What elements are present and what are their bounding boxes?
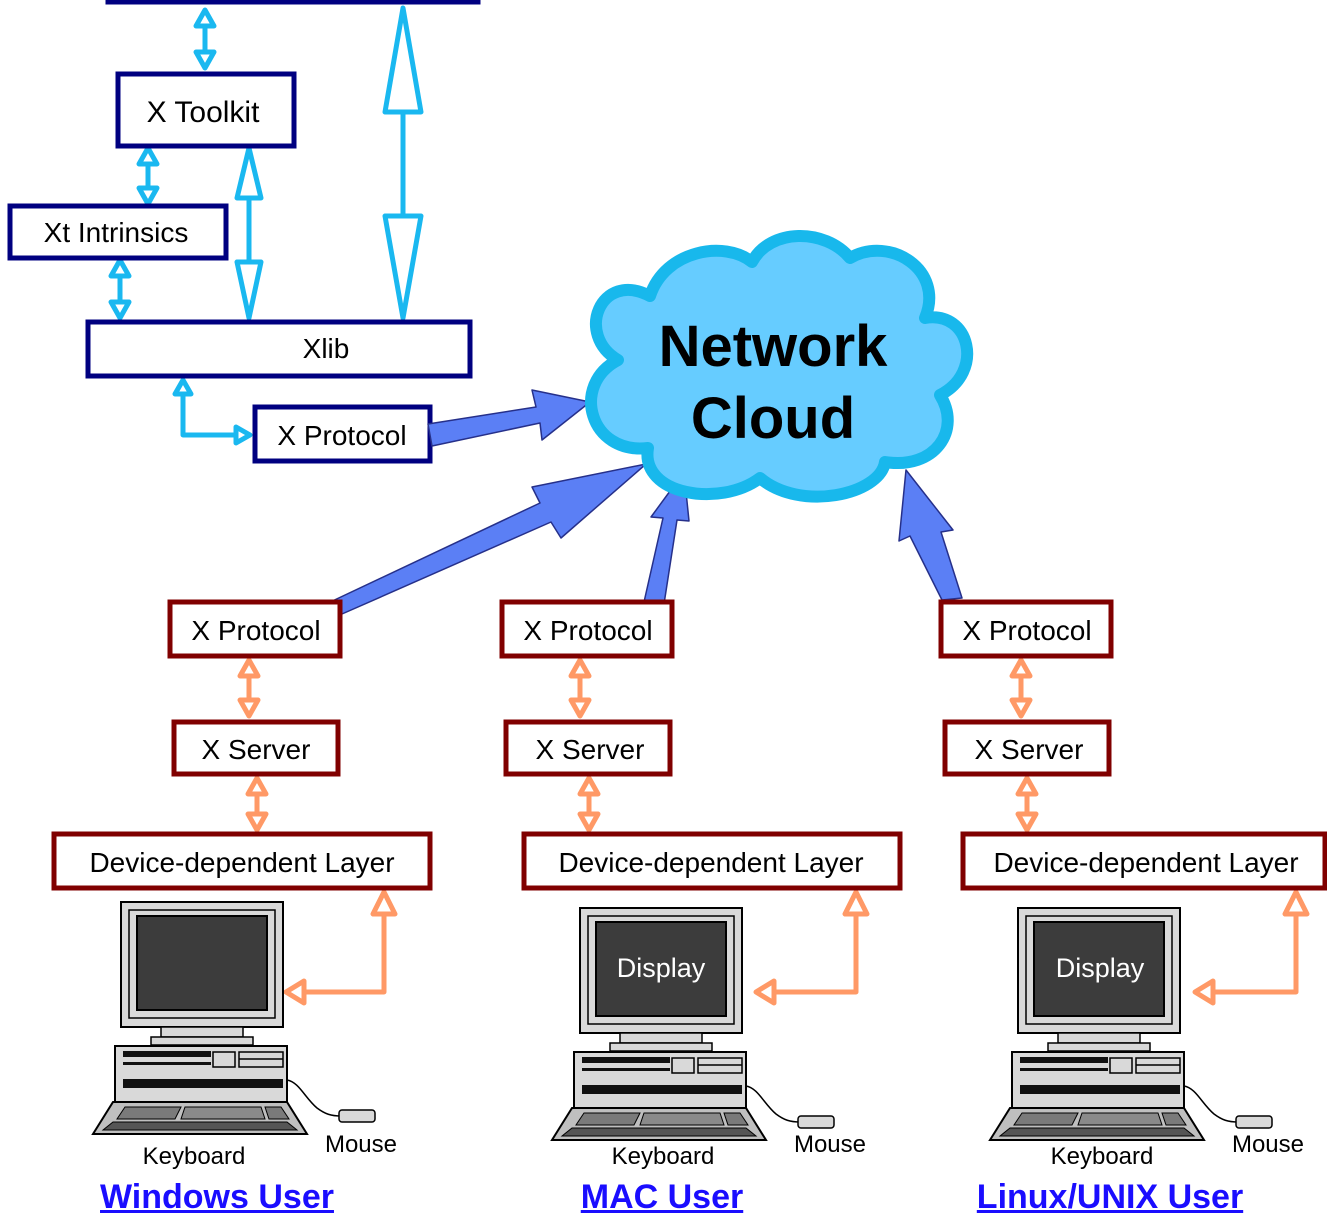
computer-icon	[92, 901, 376, 1135]
x-server-box: X Server	[171, 719, 341, 777]
mac-user-link[interactable]: MAC User	[581, 1178, 743, 1213]
svg-text:X Protocol: X Protocol	[277, 420, 406, 451]
computer-icon	[551, 907, 835, 1141]
display-label: Display	[617, 953, 706, 983]
keyboard-label: Keyboard	[143, 1143, 246, 1170]
svg-text:X Server: X Server	[975, 734, 1084, 765]
device-layer-box: Device-dependent Layer	[51, 831, 433, 891]
svg-text:MAC User: MAC User	[581, 1178, 743, 1213]
x-protocol-box: X Protocol	[938, 599, 1114, 659]
application-box	[105, 0, 481, 5]
svg-text:X Protocol: X Protocol	[191, 615, 320, 646]
svg-text:X Protocol: X Protocol	[962, 615, 1091, 646]
display-label: Display	[1056, 953, 1145, 983]
svg-text:Device-dependent Layer: Device-dependent Layer	[993, 847, 1298, 878]
svg-text:Device-dependent Layer: Device-dependent Layer	[558, 847, 863, 878]
svg-text:Device-dependent Layer: Device-dependent Layer	[89, 847, 394, 878]
mouse-label: Mouse	[794, 1131, 866, 1158]
device-layer-box: Device-dependent Layer	[521, 831, 903, 891]
xt-intrinsics-box: Xt Intrinsics	[7, 203, 229, 261]
network-cloud-label-line1: Network	[659, 314, 889, 379]
svg-text:X Server: X Server	[536, 734, 645, 765]
x-server-box: X Server	[942, 719, 1112, 777]
svg-text:X Protocol: X Protocol	[523, 615, 652, 646]
mouse-label: Mouse	[1232, 1131, 1304, 1158]
keyboard-label: Keyboard	[612, 1143, 715, 1170]
client-arrows	[108, 5, 424, 446]
svg-text:X Server: X Server	[202, 734, 311, 765]
client-x-protocol-box: X Protocol	[252, 404, 433, 464]
column-windows: X Protocol X Server Device-dependent Lay…	[51, 599, 433, 1213]
network-cloud-label-line2: Cloud	[691, 386, 855, 451]
column-linux: X Protocol X Server Device-dependent Lay…	[938, 599, 1327, 1213]
x-toolkit-box: X Toolkit	[115, 71, 297, 149]
column-mac: X Protocol X Server Device-dependent Lay…	[499, 599, 903, 1213]
keyboard-label: Keyboard	[1051, 1143, 1154, 1170]
windows-user-link[interactable]: Windows User	[100, 1178, 334, 1213]
network-cloud: Network Cloud	[585, 230, 974, 503]
mouse-label: Mouse	[325, 1131, 397, 1158]
server-arrows	[237, 657, 1310, 1006]
xlib-box: Xlib	[85, 319, 473, 379]
computer-icon	[989, 907, 1273, 1141]
svg-text:Windows User: Windows User	[100, 1178, 334, 1213]
device-layer-box: Device-dependent Layer	[960, 831, 1327, 891]
x-protocol-box: X Protocol	[167, 599, 343, 659]
svg-text:X Toolkit: X Toolkit	[147, 96, 261, 129]
svg-text:Linux/UNIX User: Linux/UNIX User	[977, 1178, 1243, 1213]
x-protocol-box: X Protocol	[499, 599, 675, 659]
linux-unix-user-link[interactable]: Linux/UNIX User	[977, 1178, 1243, 1213]
svg-text:Xlib: Xlib	[303, 333, 350, 364]
x-server-box: X Server	[503, 719, 673, 777]
network-arrows	[325, 389, 963, 615]
svg-text:Xt Intrinsics: Xt Intrinsics	[44, 217, 189, 248]
